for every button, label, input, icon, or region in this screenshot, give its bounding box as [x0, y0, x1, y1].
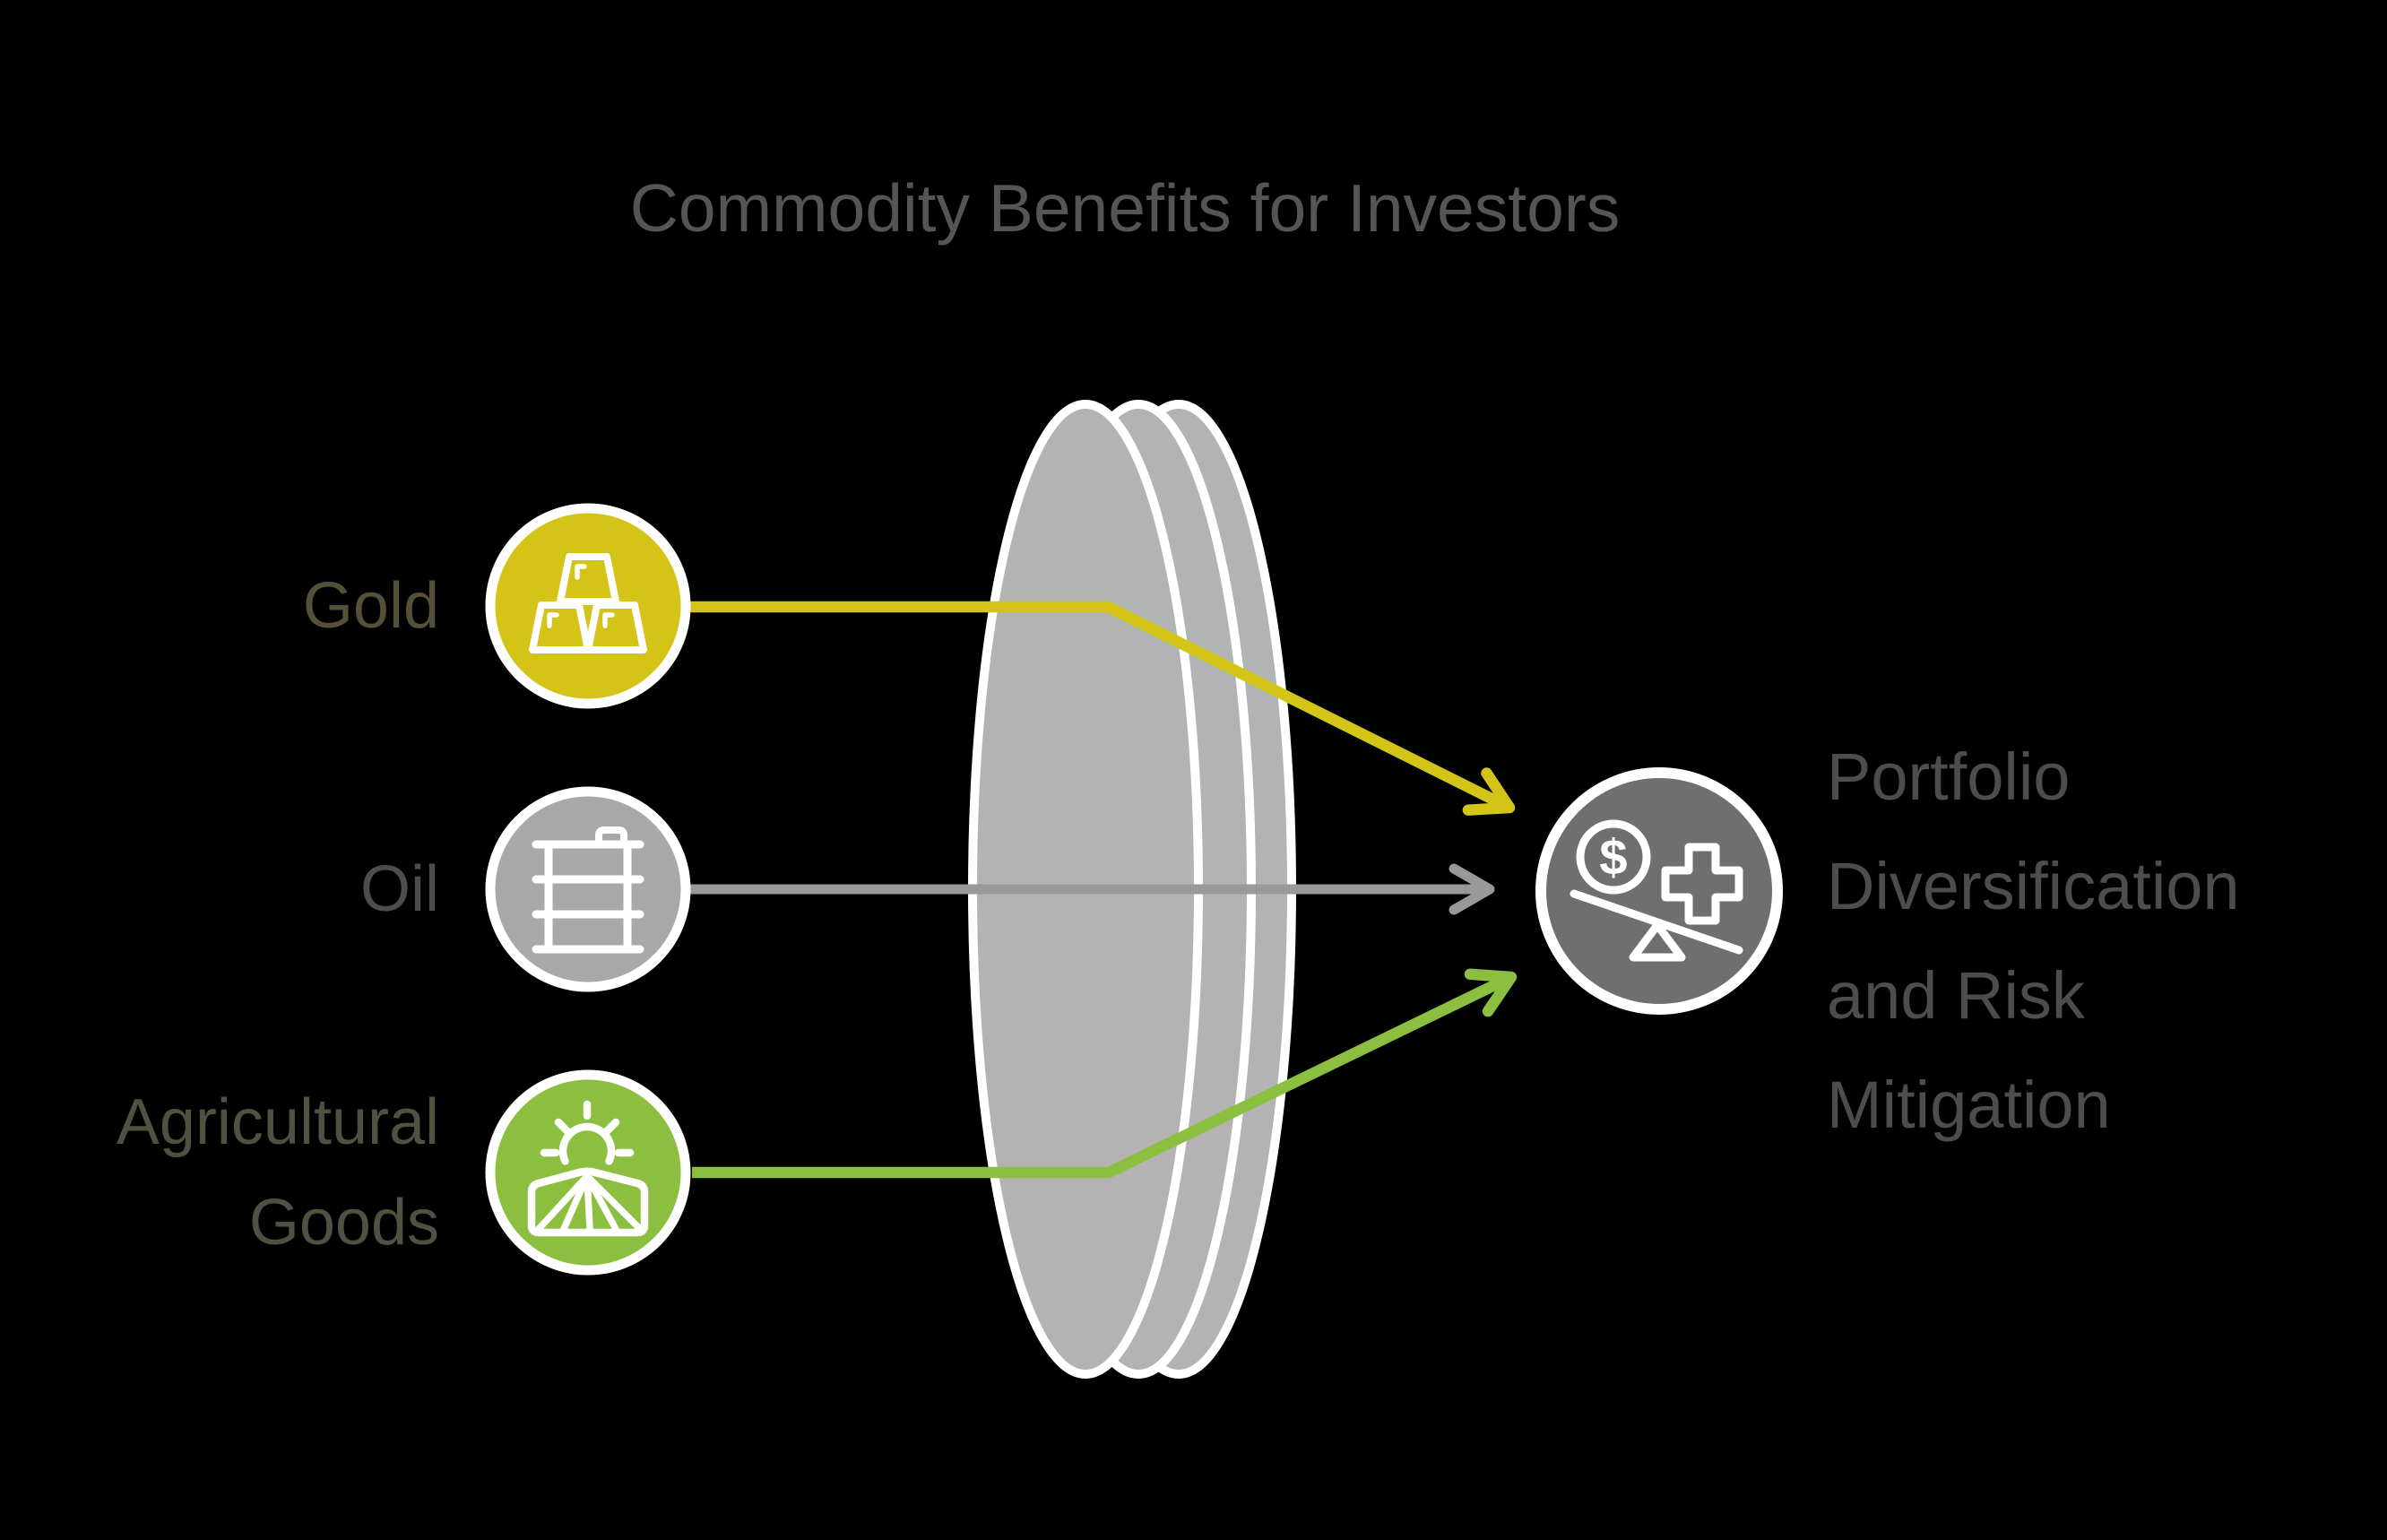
page-title: Commodity Benefits for Investors — [629, 170, 1621, 246]
outcome-label: Portfolio Diversification and Risk Mitig… — [1827, 740, 2240, 1142]
oil-node-label: Oil — [360, 853, 439, 925]
oil-node — [485, 786, 691, 992]
gold-bars-icon — [529, 553, 647, 653]
gold-node — [485, 503, 691, 709]
balance-dollar-plus-icon: $ — [1570, 819, 1743, 962]
dollar-glyph: $ — [1599, 829, 1627, 886]
agri-arrow — [692, 968, 1518, 1179]
gold-arrow — [690, 601, 1516, 816]
sun — [540, 1100, 635, 1165]
fulcrum-triangle — [1629, 921, 1686, 962]
outcome-node-circle — [1535, 767, 1783, 1015]
farm-field-sun-icon — [527, 1100, 649, 1237]
medical-cross — [1661, 843, 1743, 925]
gold-node-circle — [485, 503, 691, 709]
agricultural-node-label: Agricultural Goods — [116, 1086, 439, 1259]
oil-barrel-icon — [532, 826, 644, 954]
outcome-node: $ — [1535, 767, 1783, 1015]
agricultural-node — [485, 1069, 691, 1276]
gold-node-label: Gold — [302, 570, 439, 642]
dollar-coin — [1576, 819, 1651, 895]
oil-node-circle — [485, 786, 691, 992]
field — [527, 1167, 649, 1237]
